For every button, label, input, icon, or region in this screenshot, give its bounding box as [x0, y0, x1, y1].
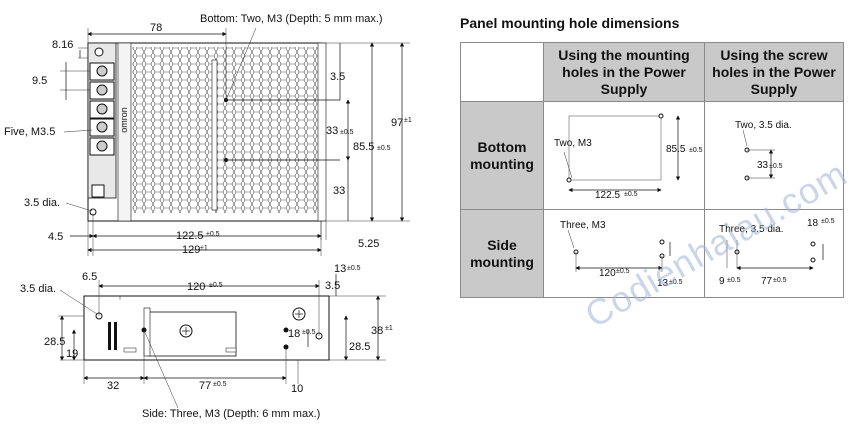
svg-text:±0.5: ±0.5 — [727, 277, 741, 284]
svg-text:±0.5: ±0.5 — [347, 265, 361, 272]
dim-120: 120 — [187, 281, 205, 293]
dim-129: 129 — [182, 244, 200, 256]
dim-13: 13 — [334, 263, 346, 275]
side-note: Side: Three, M3 (Depth: 6 mm max.) — [142, 408, 320, 420]
svg-text:±0.5: ±0.5 — [769, 163, 783, 170]
brand-logo: omron — [119, 107, 129, 133]
dim-8-16: 8.16 — [52, 39, 73, 51]
dim-3-5-side: 3.5 — [325, 280, 340, 292]
mounting-table: Using the mounting holes in the Power Su… — [460, 42, 844, 298]
svg-text:±0.5: ±0.5 — [624, 191, 638, 198]
svg-text:85.5: 85.5 — [666, 144, 686, 155]
dim-122-5: 122.5 — [176, 230, 204, 242]
svg-text:±0.5: ±0.5 — [616, 268, 630, 275]
dim-19: 19 — [66, 348, 78, 360]
dim-3-5-dia-side: 3.5 dia. — [20, 283, 56, 295]
svg-text:±0.5: ±0.5 — [209, 282, 223, 289]
svg-text:Three, 3.5 dia.: Three, 3.5 dia. — [719, 224, 783, 235]
col-header-screw-holes: Using the screw holes in the Power Suppl… — [704, 42, 844, 102]
svg-text:±1: ±1 — [385, 325, 393, 332]
svg-text:±0.5: ±0.5 — [206, 231, 220, 238]
svg-text:±0.5: ±0.5 — [302, 329, 316, 336]
dim-5-25: 5.25 — [358, 238, 379, 250]
dim-38: 38 — [371, 325, 383, 337]
dim-28-5-left: 28.5 — [44, 336, 65, 348]
svg-text:±1: ±1 — [200, 245, 208, 252]
dim-9-5: 9.5 — [32, 75, 47, 87]
svg-text:Two, M3: Two, M3 — [554, 138, 592, 149]
dim-10: 10 — [291, 383, 303, 395]
svg-text:±0.5: ±0.5 — [340, 129, 354, 136]
dim-18: 18 — [288, 328, 300, 340]
row-header-bottom: Bottom mounting — [460, 101, 544, 210]
svg-text:122.5: 122.5 — [595, 190, 620, 201]
svg-text:120: 120 — [599, 268, 616, 279]
svg-text:13: 13 — [657, 278, 669, 289]
cell-side-mounting-holes: Three, M3 120 ±0.5 13 ±0.5 — [543, 209, 705, 298]
cell-bottom-mounting-holes: Two, M3 85.5 ±0.5 122.5 ±0.5 — [543, 101, 705, 210]
dim-97: 97 — [391, 117, 403, 129]
row-header-side: Side mounting — [460, 209, 544, 298]
panel-title: Panel mounting hole dimensions — [460, 15, 680, 31]
cell-bottom-screw-holes: Two, 3.5 dia. 33 ±0.5 — [704, 101, 844, 210]
svg-text:77: 77 — [761, 276, 773, 287]
svg-text:±1: ±1 — [404, 117, 412, 124]
dim-28-5-right: 28.5 — [349, 341, 370, 353]
svg-text:18: 18 — [807, 218, 819, 229]
svg-text:9: 9 — [719, 276, 725, 287]
dim-3-5: 3.5 — [330, 71, 345, 83]
svg-text:33: 33 — [757, 160, 769, 171]
svg-text:±0.5: ±0.5 — [377, 145, 391, 152]
dim-4-5: 4.5 — [48, 231, 63, 243]
top-view: omron 78 Bottom: Two, M3 (Depth: 5 mm ma… — [4, 13, 412, 256]
dim-85-5: 85.5 — [353, 141, 374, 153]
bottom-note: Bottom: Two, M3 (Depth: 5 mm max.) — [200, 13, 383, 25]
dim-77: 77 — [199, 380, 211, 392]
col-header-mounting-holes: Using the mounting holes in the Power Su… — [543, 42, 705, 102]
svg-text:±0.5: ±0.5 — [669, 279, 683, 286]
five-m35-label: Five, M3.5 — [4, 126, 55, 138]
table-corner — [460, 42, 544, 102]
dim-3-5-dia: 3.5 dia. — [24, 197, 60, 209]
dim-33-a: 33 — [326, 125, 338, 137]
dim-78: 78 — [150, 22, 162, 34]
terminal-screws — [89, 47, 115, 216]
svg-text:±0.5: ±0.5 — [821, 218, 835, 225]
svg-text:±0.5: ±0.5 — [689, 147, 703, 154]
vent-grille — [132, 47, 318, 213]
dim-6-5: 6.5 — [82, 271, 97, 283]
svg-text:±0.5: ±0.5 — [213, 381, 227, 388]
dim-33-b: 33 — [333, 185, 345, 197]
dim-32: 32 — [107, 380, 119, 392]
cell-side-screw-holes: Three, 3.5 dia. 18 ±0.5 9 ±0.5 77 ±0.5 — [704, 209, 844, 298]
svg-text:±0.5: ±0.5 — [773, 277, 787, 284]
side-view: 6.5 3.5 dia. 120 ±0.5 13 ±0.5 3.5 28.5 1… — [20, 263, 393, 420]
svg-text:Two, 3.5 dia.: Two, 3.5 dia. — [735, 120, 792, 131]
svg-text:Three, M3: Three, M3 — [560, 220, 606, 231]
